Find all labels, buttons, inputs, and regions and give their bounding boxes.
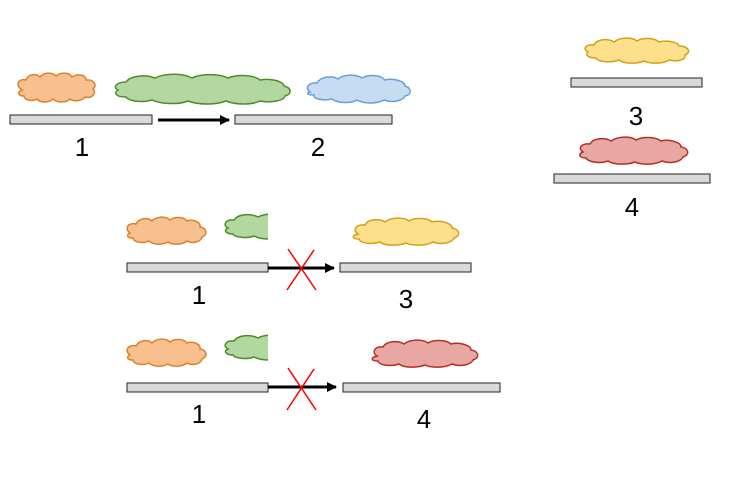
middle-row: 1 3 xyxy=(126,213,472,314)
chain-bar-4b xyxy=(342,382,501,393)
yellow-cloud-icon xyxy=(352,217,460,246)
green-cloud-icon xyxy=(114,73,291,105)
blue-cloud-icon xyxy=(306,74,411,104)
orange-cloud-icon xyxy=(17,72,96,103)
orange-cloud-icon xyxy=(126,216,207,245)
yellow-cloud-icon xyxy=(584,37,690,64)
chain-bar-4 xyxy=(553,173,711,184)
label-mid-1: 1 xyxy=(192,280,206,310)
red-cloud-icon xyxy=(579,136,689,165)
label-top-2: 2 xyxy=(311,132,325,162)
chain-bar-3b xyxy=(339,262,472,273)
label-top-1: 1 xyxy=(75,132,89,162)
red-cloud-icon xyxy=(371,339,479,368)
label-bot-1: 1 xyxy=(192,399,206,429)
chain-bar-1 xyxy=(9,114,153,125)
chain-bar-1c xyxy=(126,382,269,393)
top-row: 1 2 xyxy=(9,72,411,162)
green-cloud-fragment-icon xyxy=(224,334,268,361)
bottom-row: 1 4 xyxy=(126,334,501,434)
label-right-4: 4 xyxy=(625,192,639,222)
chain-bar-3 xyxy=(570,77,703,88)
label-bot-4: 4 xyxy=(417,404,431,434)
green-cloud-fragment-icon xyxy=(224,213,268,240)
label-right-3: 3 xyxy=(629,101,643,131)
label-mid-3: 3 xyxy=(399,284,413,314)
red-cross-icon xyxy=(286,367,317,411)
right-column: 3 4 xyxy=(553,37,711,222)
orange-cloud-icon xyxy=(126,338,207,367)
chain-bar-1b xyxy=(126,262,269,273)
red-cross-icon xyxy=(286,248,317,291)
chain-bar-2 xyxy=(234,114,393,125)
